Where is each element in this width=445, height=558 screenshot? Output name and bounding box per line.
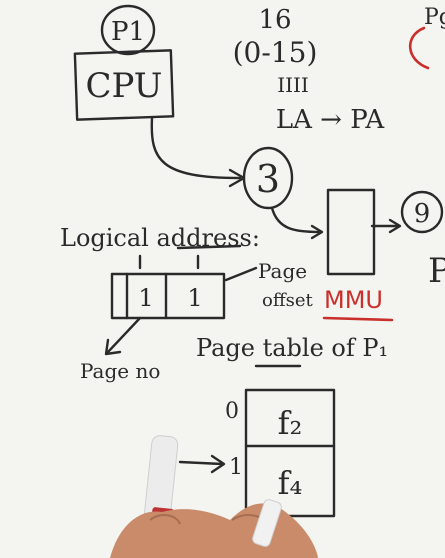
edge-partial-mid: P [428,251,445,291]
edge-red-curve [408,26,430,70]
row-pointer-arrow [178,460,224,466]
la-to-mmu-arrow [270,206,322,234]
page-no-label: Page no [80,359,160,383]
page-bits-value: 1 [138,284,153,312]
cpu-to-la-arrow [150,116,242,180]
physical-address-value: 9 [414,199,431,229]
physical-address-circle [400,190,444,234]
row-pointer-arrowhead [210,454,226,474]
page-table-index-1: 1 [229,455,243,480]
page-table-index-0: 0 [225,399,239,424]
address-underline [176,244,242,250]
page-table-frame-0: f₂ [278,404,303,442]
offset-bits-value: 1 [187,284,202,312]
page-no-arrow [106,316,142,354]
cpu-label: CPU [86,66,163,106]
page-table-title: Page table of P₁ [196,334,388,362]
logical-address-circle [242,146,294,210]
cpu-box [73,49,175,121]
process-label: P1 [111,17,145,47]
mmu-label: MMU [324,286,383,314]
mmu-underline [322,316,394,322]
logical-address-box [110,272,226,320]
mmu-to-pa-arrowhead [388,218,402,234]
presenter-hand [110,499,318,558]
process-circle [100,4,156,56]
page-table-frame-1: f₄ [278,464,303,502]
mmu-box [326,188,376,276]
edge-partial-top: Pg [424,5,445,30]
la-to-pa: LA → PA [276,105,385,135]
pages-range: (0-15) [233,36,318,69]
pages-count: 16 [258,5,291,35]
page-label: Page [258,259,307,283]
offset-label: offset [262,290,314,311]
la-to-mmu-arrowhead [310,224,324,240]
logical-address-title: Logical address: [60,224,260,252]
page-label-pointer [224,266,258,282]
address-bits: IIII [277,73,309,97]
logical-address-value: 3 [256,157,280,201]
page-no-arrowhead [104,338,122,356]
